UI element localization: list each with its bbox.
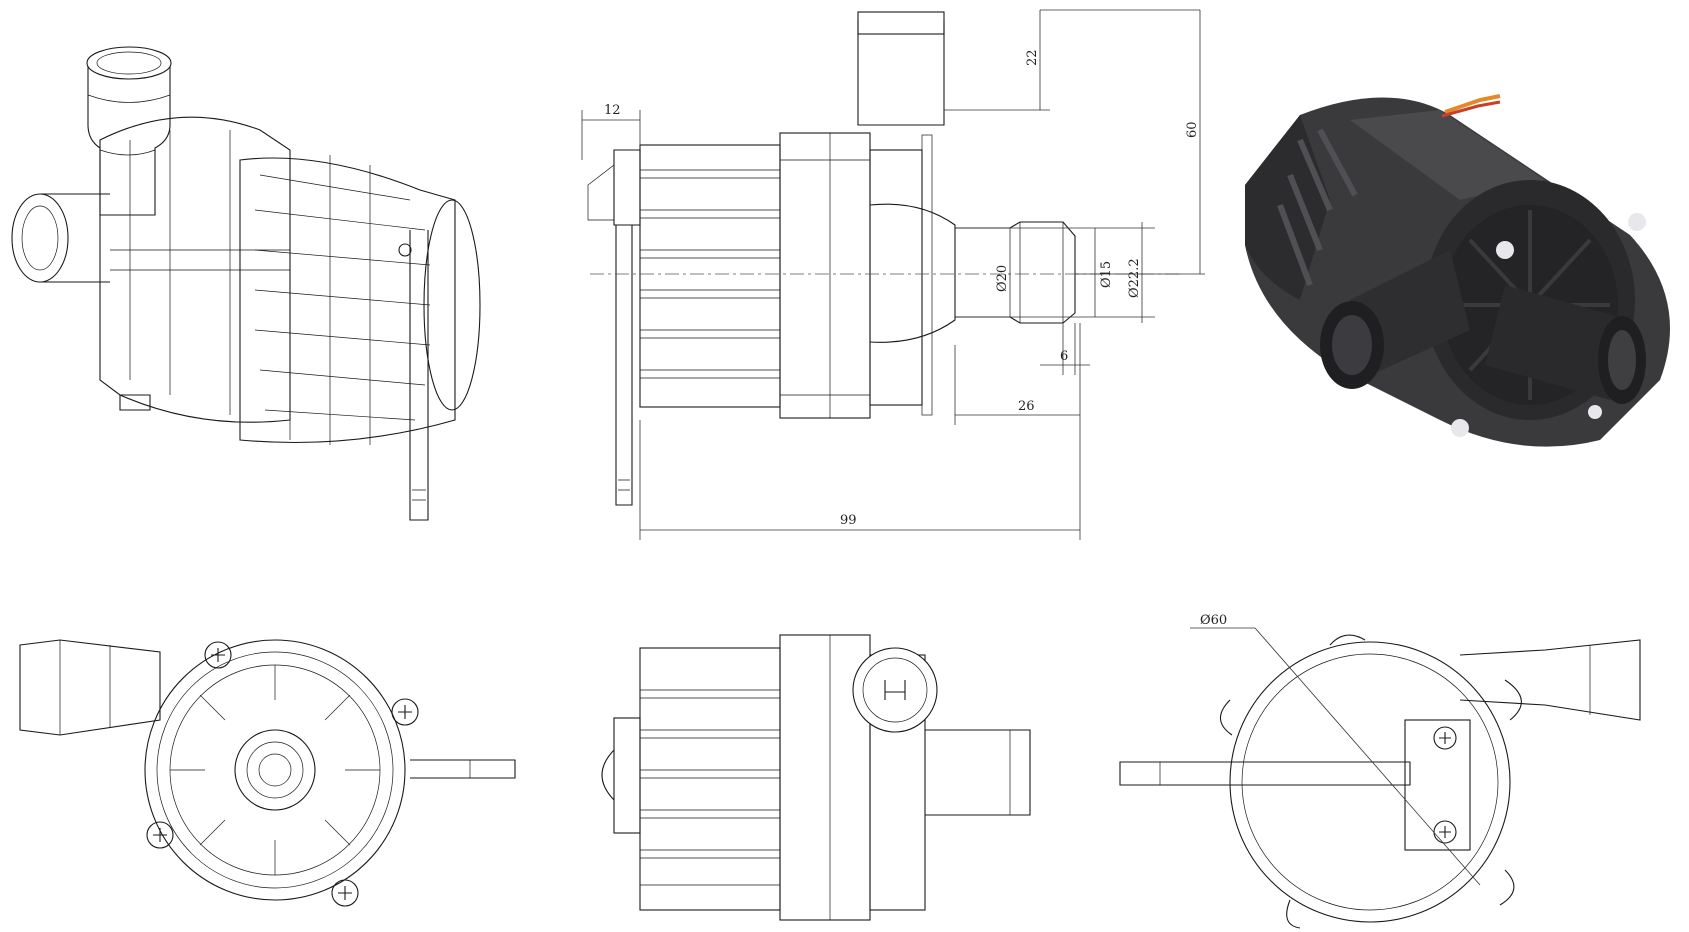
dim-60: 60 — [1185, 121, 1200, 138]
dim-99: 99 — [840, 513, 857, 528]
dim-dia20: Ø20 — [995, 265, 1010, 292]
dim-dia22-2: Ø22.2 — [1127, 258, 1142, 298]
dim-12: 12 — [604, 103, 621, 118]
dim-26: 26 — [1018, 399, 1035, 414]
bottom-view — [601, 634, 1031, 921]
dim-22: 22 — [1025, 49, 1040, 66]
rear-view: Ø60 — [1119, 613, 1641, 929]
dim-dia15: Ø15 — [1099, 261, 1114, 288]
front-view — [19, 639, 516, 907]
side-elevation: 12 22 60 Ø20 Ø15 Ø22.2 6 26 99 — [581, 9, 1205, 540]
dim-dia60: Ø60 — [1200, 613, 1227, 628]
isometric-line-view — [11, 46, 481, 521]
dim-6: 6 — [1060, 349, 1068, 364]
isometric-render — [1245, 94, 1670, 447]
